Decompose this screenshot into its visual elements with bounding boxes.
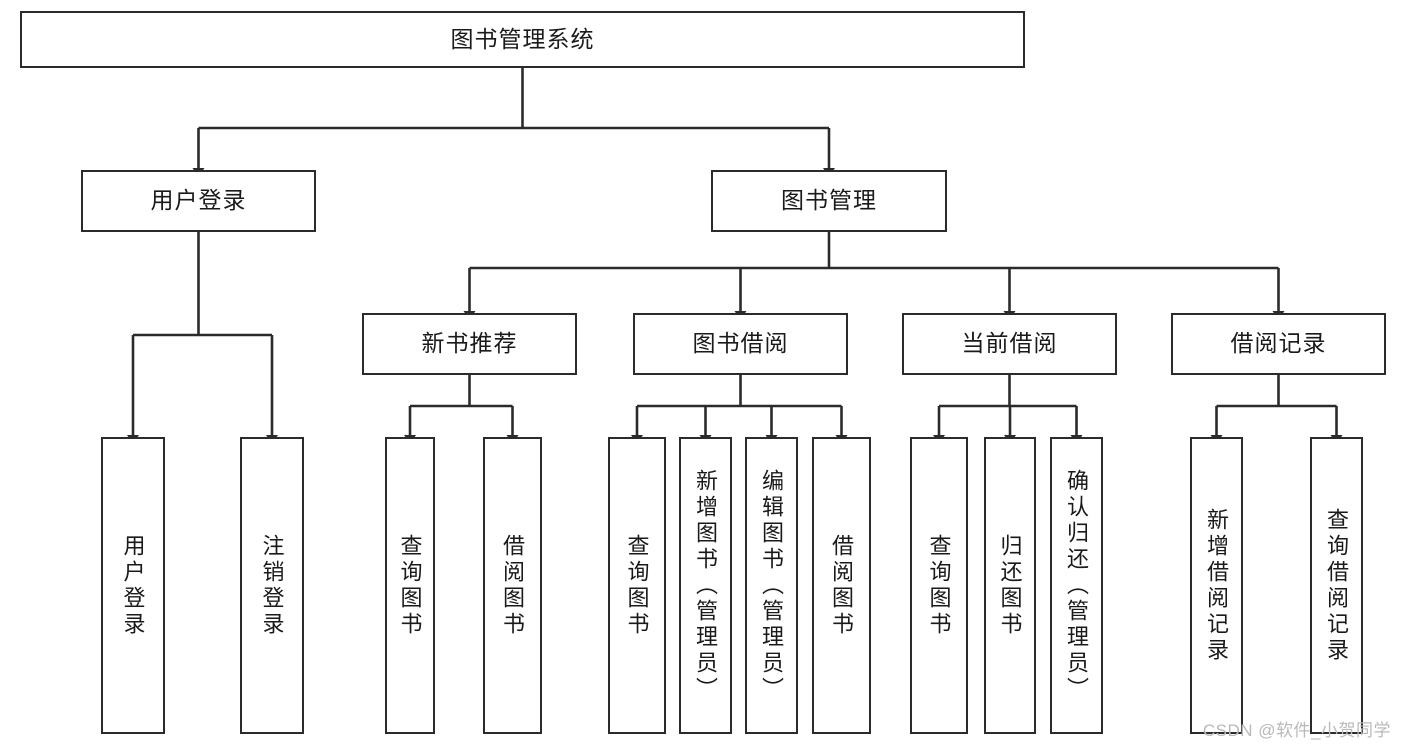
node-new-book-recommend[interactable]: 新书推荐: [362, 313, 577, 375]
node-leaf-query-book-3[interactable]: 查询图书: [910, 437, 968, 734]
node-book-manage[interactable]: 图书管理: [711, 170, 947, 232]
node-leaf-query-book-2[interactable]: 查询图书: [608, 437, 666, 734]
node-leaf-edit-book-label: 编辑图书（管理员）: [759, 468, 785, 703]
node-borrow-record-label: 借阅记录: [1230, 330, 1327, 357]
node-leaf-edit-book[interactable]: 编辑图书（管理员）: [745, 437, 798, 734]
node-leaf-add-book[interactable]: 新增图书（管理员）: [679, 437, 732, 734]
node-new-book-recommend-label: 新书推荐: [421, 330, 518, 357]
node-leaf-confirm-return[interactable]: 确认归还（管理员）: [1050, 437, 1103, 734]
node-leaf-borrow-book-2-label: 借阅图书: [829, 533, 855, 638]
node-leaf-return-book-label: 归还图书: [997, 533, 1023, 638]
node-root-label: 图书管理系统: [450, 25, 595, 52]
node-leaf-user-login-label: 用户登录: [120, 533, 146, 638]
node-leaf-query-book-2-label: 查询图书: [624, 533, 650, 638]
node-leaf-borrow-book-1-label: 借阅图书: [500, 533, 526, 638]
node-leaf-confirm-return-label: 确认归还（管理员）: [1064, 468, 1090, 703]
node-leaf-query-record-label: 查询借阅记录: [1324, 507, 1350, 664]
node-leaf-add-record-label: 新增借阅记录: [1204, 507, 1230, 664]
node-leaf-query-book-1-label: 查询图书: [397, 533, 423, 638]
node-leaf-query-book-3-label: 查询图书: [926, 533, 952, 638]
node-book-borrow-label: 图书借阅: [692, 330, 789, 357]
node-root[interactable]: 图书管理系统: [20, 11, 1025, 68]
node-user-login-label: 用户登录: [150, 187, 247, 214]
node-leaf-query-book-1[interactable]: 查询图书: [385, 437, 435, 734]
node-current-borrow[interactable]: 当前借阅: [902, 313, 1117, 375]
node-leaf-borrow-book-1[interactable]: 借阅图书: [483, 437, 542, 734]
node-leaf-add-record[interactable]: 新增借阅记录: [1190, 437, 1243, 734]
node-leaf-logout-label: 注销登录: [259, 533, 285, 638]
node-leaf-user-login[interactable]: 用户登录: [101, 437, 165, 734]
node-book-borrow[interactable]: 图书借阅: [633, 313, 848, 375]
node-leaf-return-book[interactable]: 归还图书: [984, 437, 1036, 734]
watermark: CSDN @软件_小贺同学: [1202, 721, 1391, 740]
node-leaf-query-record[interactable]: 查询借阅记录: [1310, 437, 1363, 734]
node-book-manage-label: 图书管理: [781, 187, 877, 214]
node-current-borrow-label: 当前借阅: [961, 330, 1058, 357]
node-leaf-borrow-book-2[interactable]: 借阅图书: [812, 437, 871, 734]
node-leaf-add-book-label: 新增图书（管理员）: [693, 468, 719, 703]
node-leaf-logout[interactable]: 注销登录: [240, 437, 304, 734]
node-borrow-record[interactable]: 借阅记录: [1171, 313, 1386, 375]
node-user-login[interactable]: 用户登录: [81, 170, 316, 232]
